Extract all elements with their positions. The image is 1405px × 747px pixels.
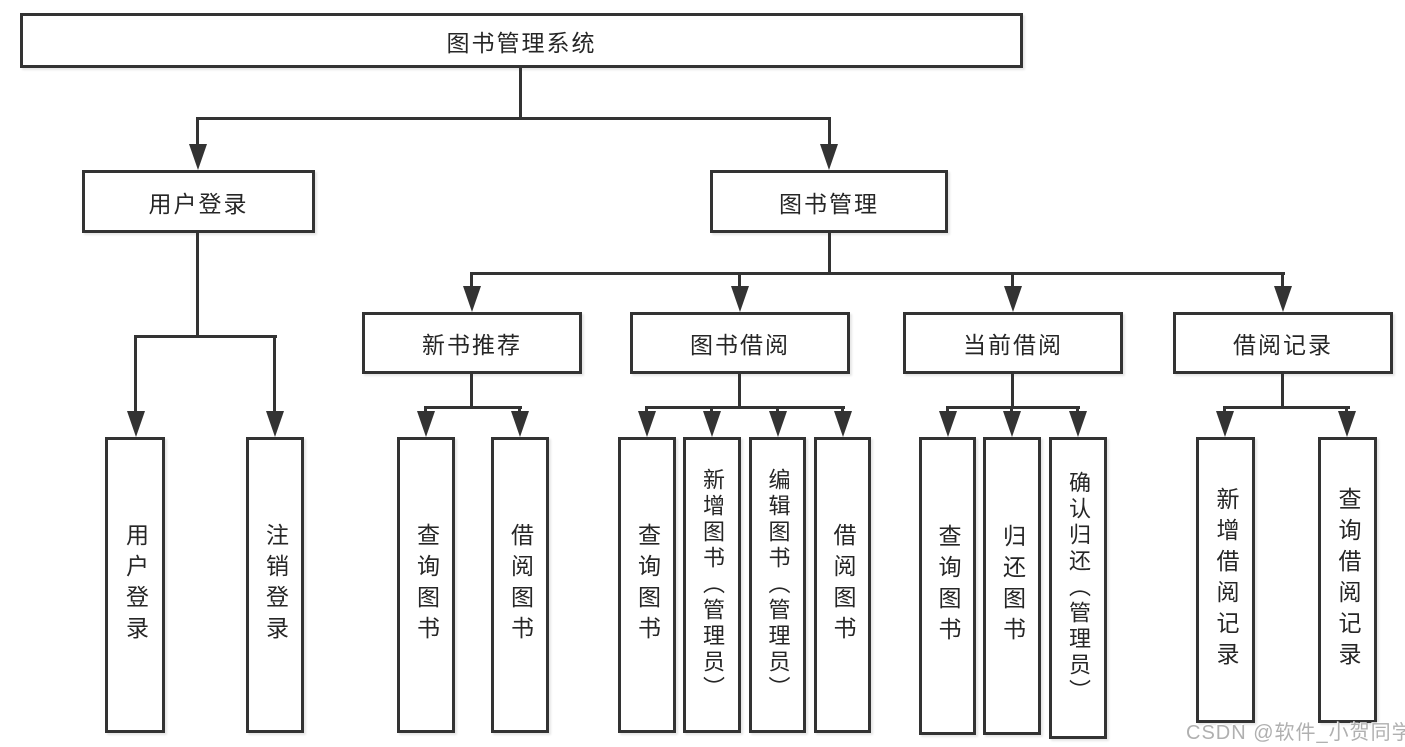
leaf-newbook-query: 查询图书 <box>397 437 455 733</box>
record-vline <box>1281 374 1284 409</box>
stem-leaf <box>841 406 844 413</box>
root-hline <box>197 117 831 120</box>
stem-leaf <box>1010 406 1013 413</box>
arrow-down-icon <box>266 411 284 437</box>
stem-newbook <box>470 272 473 288</box>
leaf-record-add-label: 新增借阅记录 <box>1213 487 1239 673</box>
csdn-watermark: CSDN @软件_小贺同学 <box>1186 722 1405 744</box>
node-record-label: 借阅记录 <box>1233 332 1333 358</box>
node-user-login-label: 用户登录 <box>148 190 249 217</box>
arrow-down-icon <box>1216 411 1234 437</box>
stem-leaf <box>776 406 779 413</box>
node-borrow-label: 图书借阅 <box>690 332 790 358</box>
arrow-down-icon <box>127 411 145 437</box>
arrow-down-icon <box>1274 286 1292 312</box>
leaf-borrow-query-label: 查询图书 <box>634 523 661 647</box>
leaf-logout-label: 注销登录 <box>262 523 289 647</box>
current-hline <box>946 406 1080 409</box>
leaf-current-confirm: 确认归还（管理员） <box>1049 437 1107 739</box>
stem-leaf <box>645 406 648 413</box>
leaf-current-query: 查询图书 <box>919 437 976 735</box>
user-login-hline <box>134 335 277 338</box>
user-login-vline <box>196 233 199 338</box>
stem-current <box>1011 272 1014 288</box>
root-vline <box>519 68 522 118</box>
arrow-down-icon <box>1069 411 1087 437</box>
arrow-down-icon <box>463 286 481 312</box>
leaf-borrow-query: 查询图书 <box>618 437 676 733</box>
leaf-borrow-edit: 编辑图书（管理员） <box>749 437 806 733</box>
arrow-down-icon <box>939 411 957 437</box>
leaf-borrow-borrow-label: 借阅图书 <box>830 523 856 647</box>
node-book-mgmt-label: 图书管理 <box>779 190 879 217</box>
arrow-down-icon <box>820 144 838 170</box>
current-vline <box>1011 374 1014 409</box>
book-mgmt-hline <box>471 272 1285 275</box>
stem-leaf <box>946 406 949 413</box>
arrow-down-icon <box>1003 411 1021 437</box>
newbook-hline <box>424 406 522 409</box>
arrow-down-icon <box>511 411 529 437</box>
borrow-hline <box>645 406 845 409</box>
leaf-user-login: 用户登录 <box>105 437 165 733</box>
stem-leaf <box>710 406 713 413</box>
node-user-login: 用户登录 <box>82 170 315 233</box>
stem-record <box>1281 272 1284 288</box>
node-current: 当前借阅 <box>903 312 1123 374</box>
node-borrow: 图书借阅 <box>630 312 850 374</box>
stem-leaf <box>518 406 521 413</box>
leaf-newbook-query-label: 查询图书 <box>413 523 440 647</box>
stem-leaf <box>1345 406 1348 413</box>
arrow-down-icon <box>731 286 749 312</box>
leaf-current-confirm-label: 确认归还（管理员） <box>1066 471 1091 705</box>
arrow-down-icon <box>703 411 721 437</box>
stem-leaf <box>1076 406 1079 413</box>
stem-login-leaf <box>134 335 137 413</box>
borrow-vline <box>738 374 741 409</box>
leaf-current-query-label: 查询图书 <box>935 524 961 648</box>
node-record: 借阅记录 <box>1173 312 1393 374</box>
leaf-borrow-add-label: 新增图书（管理员） <box>700 468 725 702</box>
node-newbook: 新书推荐 <box>362 312 582 374</box>
leaf-current-return: 归还图书 <box>983 437 1041 735</box>
arrow-down-icon <box>189 144 207 170</box>
leaf-current-return-label: 归还图书 <box>999 524 1026 648</box>
node-book-mgmt: 图书管理 <box>710 170 948 233</box>
leaf-newbook-borrow: 借阅图书 <box>491 437 549 733</box>
book-mgmt-vline <box>828 233 831 275</box>
arrow-down-icon <box>417 411 435 437</box>
record-hline <box>1224 406 1350 409</box>
stem-leaf <box>424 406 427 413</box>
stem-borrow <box>738 272 741 288</box>
arrow-down-icon <box>1004 286 1022 312</box>
arrow-down-icon <box>638 411 656 437</box>
leaf-user-login-label: 用户登录 <box>122 523 149 647</box>
leaf-borrow-borrow: 借阅图书 <box>814 437 871 733</box>
leaf-logout: 注销登录 <box>246 437 304 733</box>
leaf-record-add: 新增借阅记录 <box>1196 437 1255 723</box>
leaf-borrow-add: 新增图书（管理员） <box>683 437 741 733</box>
leaf-record-query-label: 查询借阅记录 <box>1335 487 1361 673</box>
node-root-label: 图书管理系统 <box>446 29 597 56</box>
leaf-newbook-borrow-label: 借阅图书 <box>507 523 534 647</box>
stem-user-login <box>196 117 199 147</box>
leaf-borrow-edit-label: 编辑图书（管理员） <box>765 468 791 702</box>
stem-book-mgmt <box>828 117 831 147</box>
arrow-down-icon <box>1338 411 1356 437</box>
node-newbook-label: 新书推荐 <box>422 332 522 358</box>
stem-leaf <box>1223 406 1226 413</box>
newbook-vline <box>470 374 473 409</box>
node-current-label: 当前借阅 <box>963 332 1063 358</box>
node-root: 图书管理系统 <box>20 13 1023 68</box>
leaf-record-query: 查询借阅记录 <box>1318 437 1377 723</box>
arrow-down-icon <box>769 411 787 437</box>
stem-logout-leaf <box>273 335 276 413</box>
arrow-down-icon <box>834 411 852 437</box>
